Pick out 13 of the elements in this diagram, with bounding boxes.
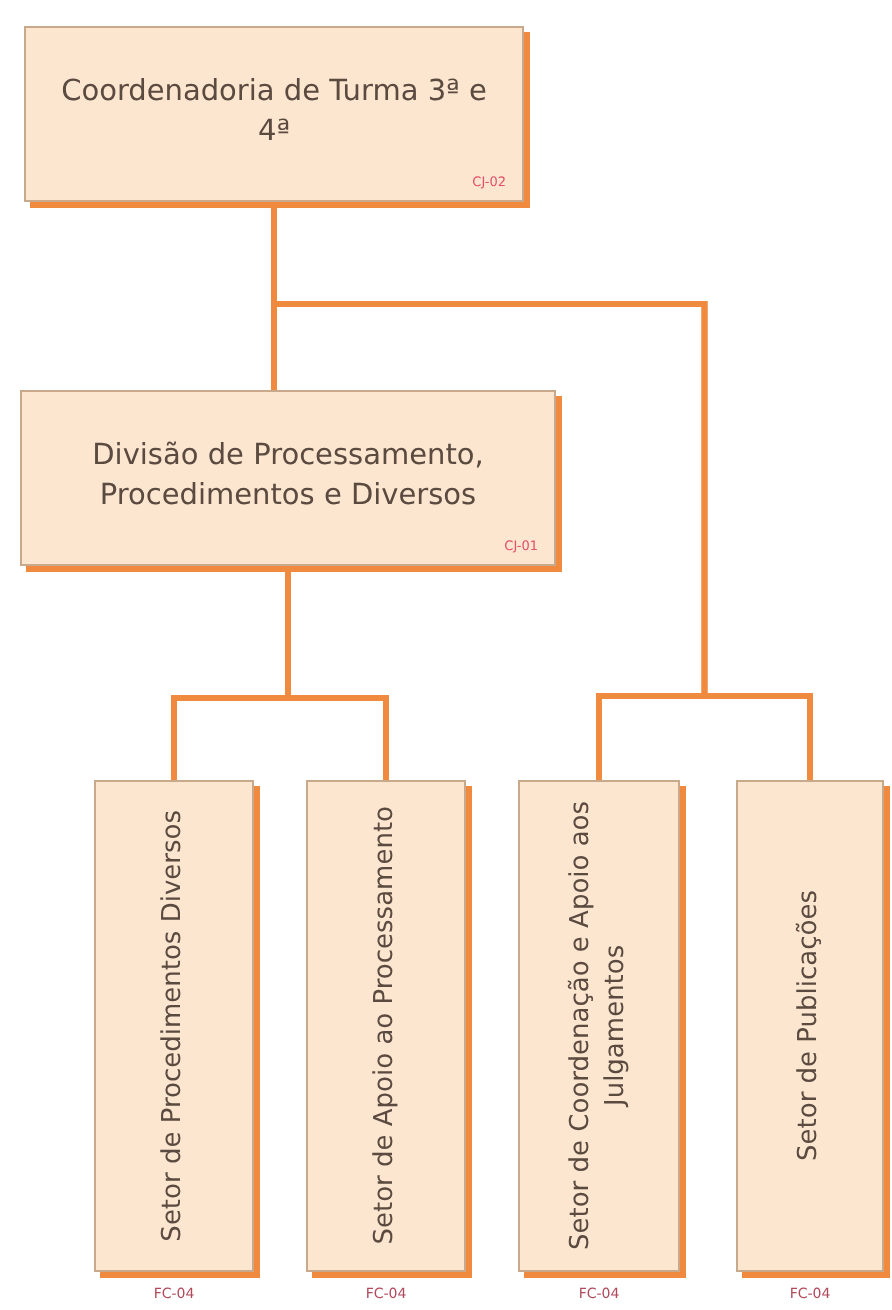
org-unit-box xyxy=(94,780,254,1272)
org-unit-box xyxy=(518,780,680,1272)
unit-name: Setor de Coordenação e Apoio aos Julgamentos xyxy=(563,799,633,1255)
org-unit-box xyxy=(24,26,524,202)
org-unit-box xyxy=(306,780,466,1272)
connector-line xyxy=(285,566,389,780)
unit-name: Divisão de Processamento, Procedimentos e Diversos xyxy=(90,438,486,516)
org-unit-box xyxy=(20,390,556,566)
unit-name: Coordenadoria de Turma 3ª e 4ª xyxy=(59,74,489,152)
unit-name: Setor de Procedimentos Diversos xyxy=(156,810,191,1242)
unit-name: Setor de Apoio ao Processamento xyxy=(368,806,403,1246)
org-unit-box xyxy=(736,780,884,1272)
unit-name: Setor de Publicações xyxy=(792,890,827,1162)
